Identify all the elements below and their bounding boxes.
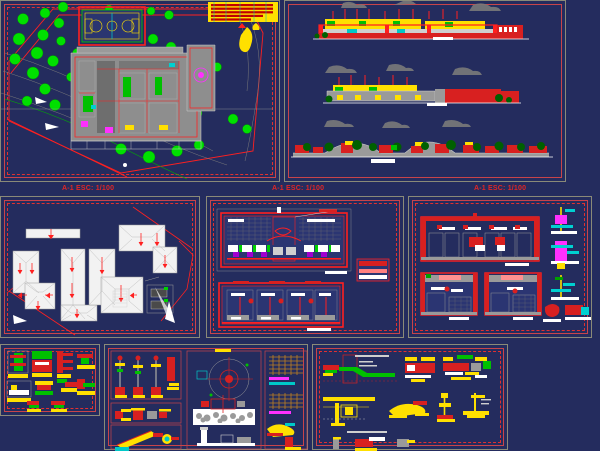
detail-center-drawing: [110, 349, 308, 451]
panel-detail-center[interactable]: [104, 344, 308, 451]
section-details-border: [412, 200, 588, 334]
section-details-dashed-border: [415, 203, 585, 331]
section-upper: [420, 213, 540, 266]
label-site-plan: A-1 ESC: 1/100: [62, 185, 115, 192]
lower-floor-plan: [218, 281, 344, 331]
elevation-3: [291, 120, 553, 163]
panel-elevations[interactable]: [284, 0, 566, 182]
sports-court: [78, 6, 146, 46]
column-base-detail: [463, 393, 491, 418]
panel-detail-left[interactable]: [0, 344, 100, 416]
elevation-1: [313, 1, 529, 40]
panel-site-plan[interactable]: [0, 0, 280, 182]
profile-detail-3: [443, 355, 491, 380]
panel-floor-details[interactable]: [206, 196, 404, 338]
column-details: [115, 355, 179, 398]
detail-callouts: [543, 207, 591, 322]
panel-section-details[interactable]: [408, 196, 592, 338]
panel-roof-plan[interactable]: [0, 196, 200, 338]
section-details-drawing: [420, 207, 591, 322]
label-elevations: A-1 ESC: 1/100: [272, 185, 325, 192]
profile-detail-2: [405, 357, 435, 382]
side-section-detail: [356, 258, 390, 282]
building-footprint: [70, 44, 216, 150]
section-lower-right: [484, 272, 542, 320]
reinforcement-grid-2: [269, 393, 303, 414]
roof-plan-drawing: [6, 206, 194, 336]
detail-left-drawing: [6, 350, 95, 412]
upper-floor-plan: [216, 207, 352, 274]
section-lower-left: [420, 272, 478, 320]
roof-plan-border: [4, 200, 196, 334]
site-plan-drawing: [1, 1, 273, 180]
reinforcement-grid: [269, 355, 303, 385]
label-sections: A-1 ESC: 1/100: [474, 185, 527, 192]
beam-detail: [323, 397, 375, 426]
panel-detail-right[interactable]: [312, 344, 508, 451]
stone-wall-detail: [193, 395, 255, 425]
site-legend-table: [208, 2, 278, 30]
floor-details-drawing: [216, 207, 390, 331]
circular-detail: [196, 349, 253, 401]
floor-details-border: [210, 200, 400, 334]
elevations-drawing: [291, 1, 553, 163]
paving-detail: [197, 427, 255, 446]
floor-details-dashed-border: [213, 203, 397, 331]
elevation-2: [323, 64, 521, 106]
profile-detail-1: [323, 354, 397, 384]
post-detail: [437, 393, 455, 422]
elevations-border: [288, 4, 562, 178]
detail-right-drawing: [323, 354, 491, 451]
bracket-detail: [389, 401, 429, 418]
roof-plan-dashed-border: [7, 203, 193, 331]
